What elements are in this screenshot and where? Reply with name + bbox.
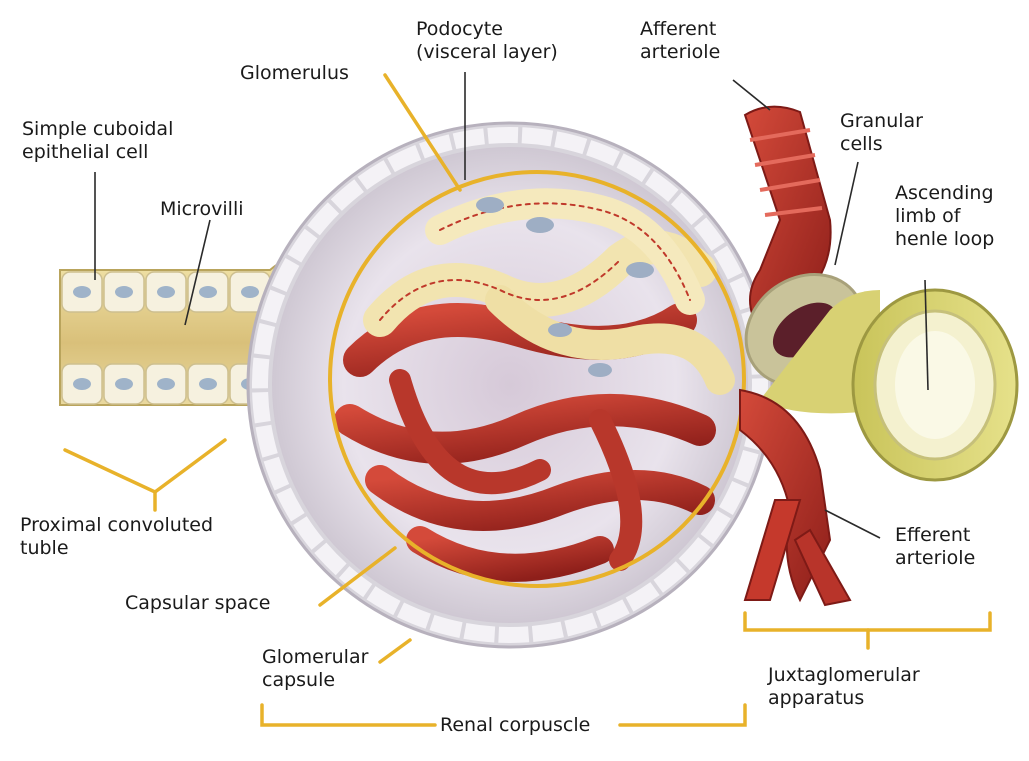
label-simple-cuboidal-line1: Simple cuboidal — [22, 118, 173, 141]
label-ascending-line1: Ascending — [895, 182, 994, 205]
label-efferent-line1: Efferent — [895, 524, 975, 547]
label-renal-corpuscle-text: Renal corpuscle — [440, 714, 590, 737]
label-afferent-line2: arteriole — [640, 41, 720, 64]
label-granular-line1: Granular — [840, 110, 923, 133]
label-glomerular-capsule: Glomerular capsule — [262, 646, 368, 692]
label-ascending-line2: limb of — [895, 205, 994, 228]
label-glomerulus: Glomerulus — [240, 62, 349, 85]
label-simple-cuboidal-line2: epithelial cell — [22, 141, 173, 164]
label-microvilli-text: Microvilli — [160, 198, 244, 221]
label-glomerulus-text: Glomerulus — [240, 62, 349, 85]
label-juxtaglomerular-line2: apparatus — [768, 687, 920, 710]
label-microvilli: Microvilli — [160, 198, 244, 221]
label-juxtaglomerular: Juxtaglomerular apparatus — [768, 664, 920, 710]
label-ascending-line3: henle loop — [895, 228, 994, 251]
label-efferent: Efferent arteriole — [895, 524, 975, 570]
label-glomerular-capsule-line1: Glomerular — [262, 646, 368, 669]
label-podocyte-line2: (visceral layer) — [416, 41, 558, 64]
label-afferent-line1: Afferent — [640, 18, 720, 41]
label-simple-cuboidal: Simple cuboidal epithelial cell — [22, 118, 173, 164]
label-glomerular-capsule-line2: capsule — [262, 669, 368, 692]
label-granular-line2: cells — [840, 133, 923, 156]
label-podocyte-line1: Podocyte — [416, 18, 558, 41]
label-juxtaglomerular-line1: Juxtaglomerular — [768, 664, 920, 687]
label-efferent-line2: arteriole — [895, 547, 975, 570]
label-proximal: Proximal convoluted tuble — [20, 514, 213, 560]
label-granular: Granular cells — [840, 110, 923, 156]
label-proximal-line1: Proximal convoluted — [20, 514, 213, 537]
label-capsular-space-text: Capsular space — [125, 592, 270, 615]
label-afferent: Afferent arteriole — [640, 18, 720, 64]
label-proximal-line2: tuble — [20, 537, 213, 560]
label-podocyte: Podocyte (visceral layer) — [416, 18, 558, 64]
label-renal-corpuscle: Renal corpuscle — [440, 714, 590, 737]
label-capsular-space: Capsular space — [125, 592, 270, 615]
efferent-arteriole — [740, 390, 850, 605]
label-ascending: Ascending limb of henle loop — [895, 182, 994, 251]
